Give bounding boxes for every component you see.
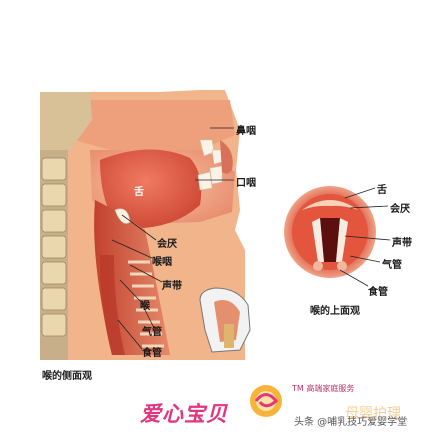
top-label-trachea: 气管 [382, 260, 402, 271]
top-label-epiglottis: 会厌 [390, 204, 410, 215]
top-label-vocal-cords: 声带 [392, 238, 412, 249]
esophagus-tube [100, 255, 125, 355]
label-larynx: 喉 [140, 301, 150, 312]
upper-teeth-2 [211, 149, 223, 165]
brand-tm-text: TM 高端家庭服务 [292, 384, 355, 393]
side-view-caption: 喉的侧面观 [42, 371, 92, 382]
inset-head [199, 287, 251, 353]
label-epiglottis: 会厌 [157, 239, 177, 250]
label-trachea: 气管 [142, 327, 162, 338]
top-label-tongue: 舌 [377, 185, 387, 196]
lower-teeth [197, 171, 213, 191]
nasal-cavity [70, 100, 235, 150]
label-oropharynx: 口咽 [236, 178, 256, 189]
lower-teeth-2 [209, 165, 223, 185]
watermark-text: 头条 @哺乳技巧爱婴学堂 [294, 417, 408, 428]
logo-spiral-icon [250, 385, 282, 417]
top-view-caption: 喉的上面观 [310, 306, 360, 317]
label-tongue: 舌 [134, 187, 144, 198]
top-view [284, 186, 391, 287]
side-view [40, 90, 251, 360]
skull-base [40, 92, 92, 150]
tongue-shape [100, 149, 202, 229]
top-glottis [320, 218, 340, 262]
top-vocal-folds-right [336, 218, 348, 262]
label-laryngopharynx: 喉咽 [152, 257, 172, 268]
vertebrae [41, 157, 67, 337]
lips [220, 140, 233, 174]
top-leader-lines [339, 187, 391, 287]
epiglottis-shape [114, 208, 131, 224]
brand-logo-text: 爱心宝贝 [140, 402, 228, 426]
top-vocal-folds-left [312, 218, 324, 262]
label-vocal-cords: 声带 [162, 281, 182, 292]
leader-lines [111, 127, 234, 350]
watermark-faint: 母婴护理 [345, 406, 401, 422]
label-nasopharynx: 鼻咽 [236, 126, 256, 137]
top-label-esophagus: 食管 [368, 287, 388, 298]
top-epiglottis [302, 200, 358, 210]
label-esophagus: 食管 [142, 348, 162, 359]
